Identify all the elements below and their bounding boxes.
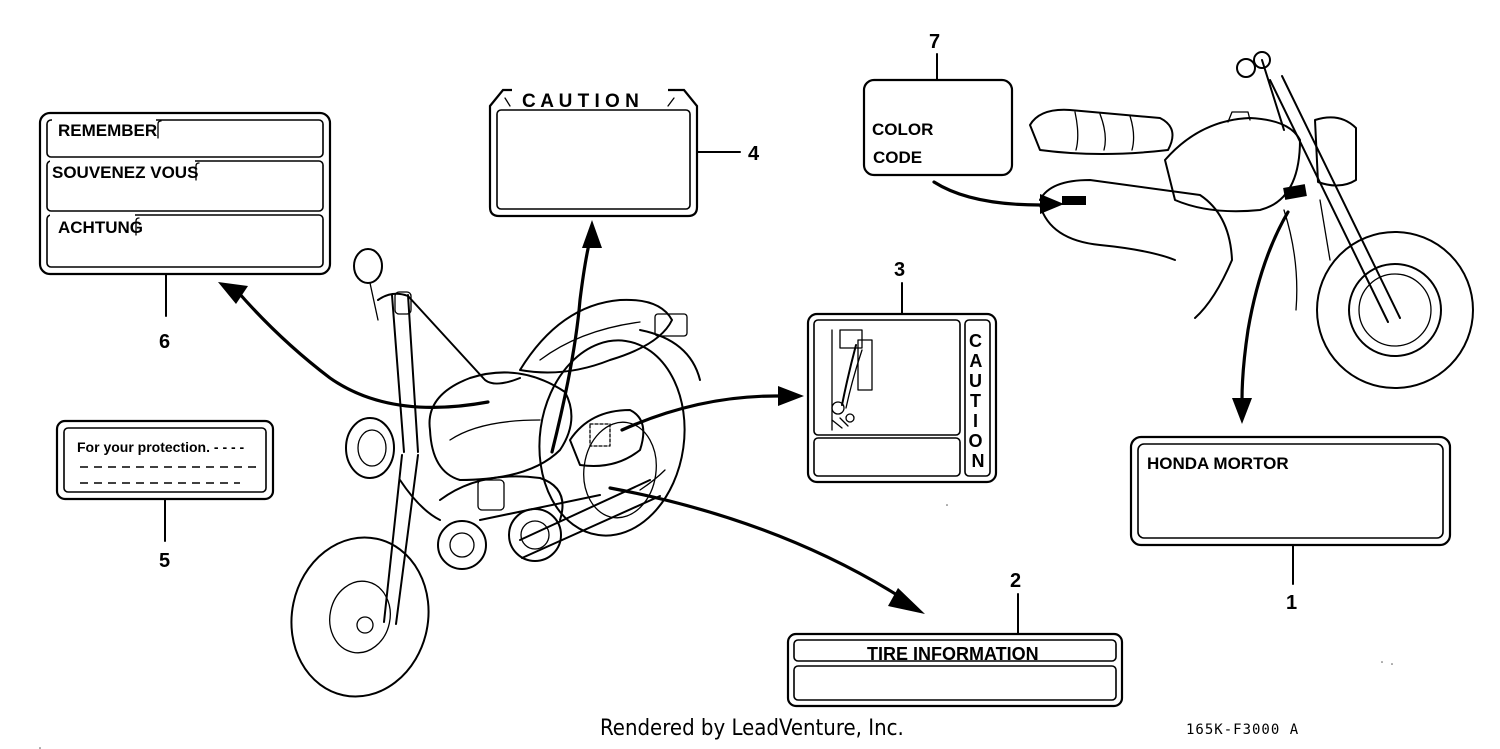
shock-absorber-illustration	[831, 329, 873, 431]
label-5-protection[interactable]: For your protection. - - - -	[55, 419, 275, 501]
label-2-tire-information[interactable]: TIRE INFORMATION	[786, 632, 1124, 708]
side-view-motorcycle-illustration	[1029, 51, 1474, 389]
code-text: CODE	[873, 148, 922, 167]
rendered-by-text: Rendered by LeadVenture, Inc.	[600, 716, 904, 741]
arrow-to-label-4	[550, 238, 592, 454]
callout-number-2: 2	[1010, 570, 1021, 592]
color-text: COLOR	[872, 120, 933, 139]
achtung-text: ACHTUNG	[58, 218, 143, 237]
remember-text: REMEMBER	[58, 121, 157, 140]
honda-mortor-text: HONDA MORTOR	[1147, 454, 1289, 473]
callout-number-5: 5	[159, 550, 170, 572]
arrow-to-label-2	[608, 486, 907, 602]
protection-text: For your protection. - - - -	[77, 439, 245, 455]
callout-number-4: 4	[748, 143, 760, 165]
label-3-caution-vertical[interactable]: C A U T I O N	[806, 312, 998, 484]
arrow-to-label-3	[620, 394, 782, 432]
label-6-multilingual[interactable]: REMEMBER SOUVENEZ VOUS ACHTUNG	[38, 111, 332, 276]
callout-number-3: 3	[894, 259, 905, 281]
motorcycle-illustration	[290, 248, 701, 698]
diagram-code: 165K-F3000 A	[1186, 722, 1300, 738]
callout-number-1: 1	[1286, 592, 1297, 614]
label-7-color-code[interactable]: COLOR CODE	[862, 78, 1014, 177]
caution-text-3: C A U T I O N	[968, 331, 987, 471]
arrow-to-label-1	[1240, 210, 1290, 402]
callout-number-7: 7	[929, 31, 940, 53]
label-1-honda-mortor[interactable]: HONDA MORTOR	[1129, 435, 1452, 547]
callout-number-6: 6	[159, 331, 170, 353]
label-4-caution[interactable]: C A U T I O N	[488, 84, 699, 218]
tire-information-text: TIRE INFORMATION	[867, 644, 1039, 664]
souvenez-vous-text: SOUVENEZ VOUS	[52, 163, 198, 182]
arrow-to-label-6	[236, 290, 490, 409]
caution-text-4: C A U T I O N	[522, 91, 639, 112]
arrow-from-label-7	[932, 180, 1042, 207]
